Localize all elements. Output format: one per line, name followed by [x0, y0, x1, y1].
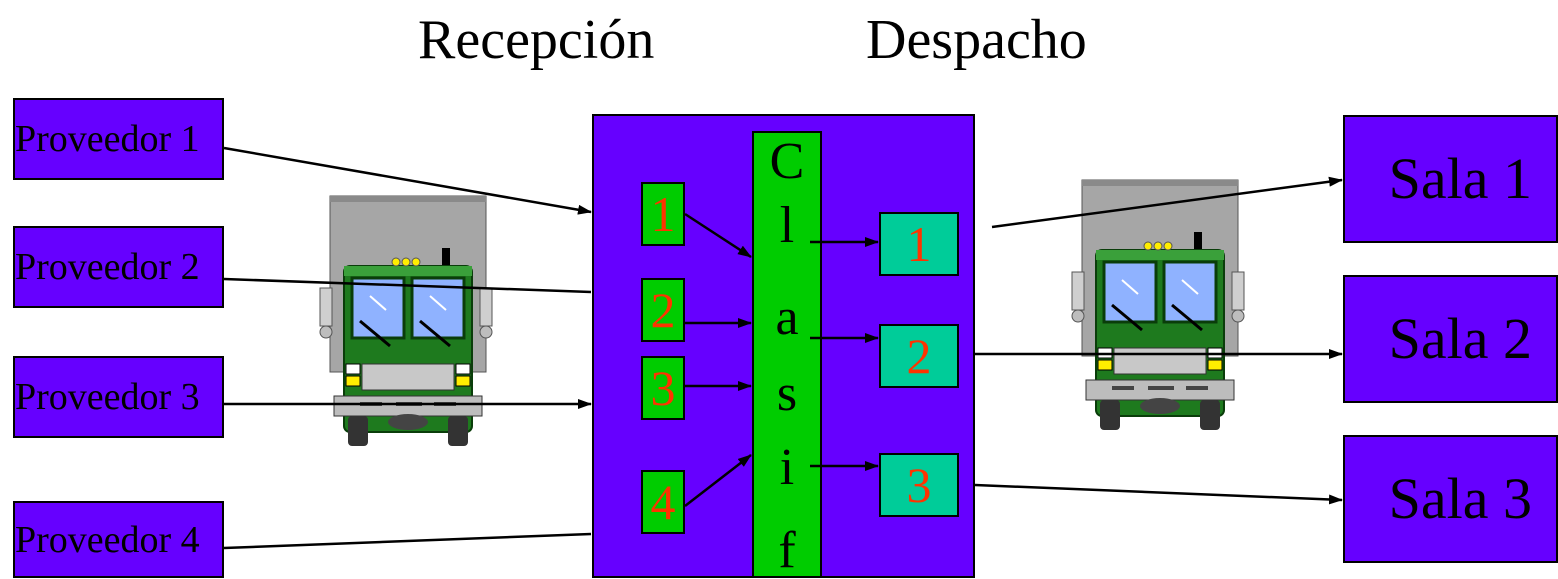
classifier-letter-l: l — [779, 197, 795, 254]
room-box-2: Sala 2 — [1343, 275, 1558, 403]
provider-box-3: Proveedor 3 — [13, 356, 224, 438]
dispatch-heading: Despacho — [866, 9, 1087, 71]
room-box-1: Sala 1 — [1343, 115, 1558, 243]
line-provider-4 — [223, 532, 592, 550]
input-box-3: 3 — [641, 356, 685, 420]
input-box-1: 1 — [641, 182, 685, 246]
truck-icon-reception — [318, 194, 494, 448]
arrow-input-1 — [684, 212, 752, 259]
room-box-3: Sala 3 — [1343, 435, 1558, 563]
input-box-2: 2 — [641, 278, 685, 342]
output-box-3: 3 — [879, 453, 959, 517]
arrow-room-3 — [974, 483, 1343, 505]
provider-box-1: Proveedor 1 — [13, 98, 224, 180]
classifier-letter-s: s — [776, 365, 798, 422]
output-box-2: 2 — [879, 324, 959, 388]
arrow-provider-1 — [223, 146, 592, 215]
arrow-input-4 — [684, 454, 752, 507]
classifier-letter-i: i — [779, 439, 795, 496]
input-box-4: 4 — [641, 470, 685, 534]
reception-heading: Recepción — [418, 9, 655, 71]
classifier-strip — [752, 131, 822, 578]
classifier-letter-c: C — [769, 133, 805, 190]
provider-box-2: Proveedor 2 — [13, 226, 224, 308]
line-provider-2 — [223, 277, 592, 294]
truck-icon-dispatch — [1070, 178, 1246, 432]
classifier-letter-a: a — [775, 289, 799, 346]
classifier-letter-f: f — [778, 522, 796, 579]
output-box-1: 1 — [879, 212, 959, 276]
provider-box-4: Proveedor 4 — [13, 501, 224, 578]
arrow-room-1 — [991, 176, 1343, 229]
